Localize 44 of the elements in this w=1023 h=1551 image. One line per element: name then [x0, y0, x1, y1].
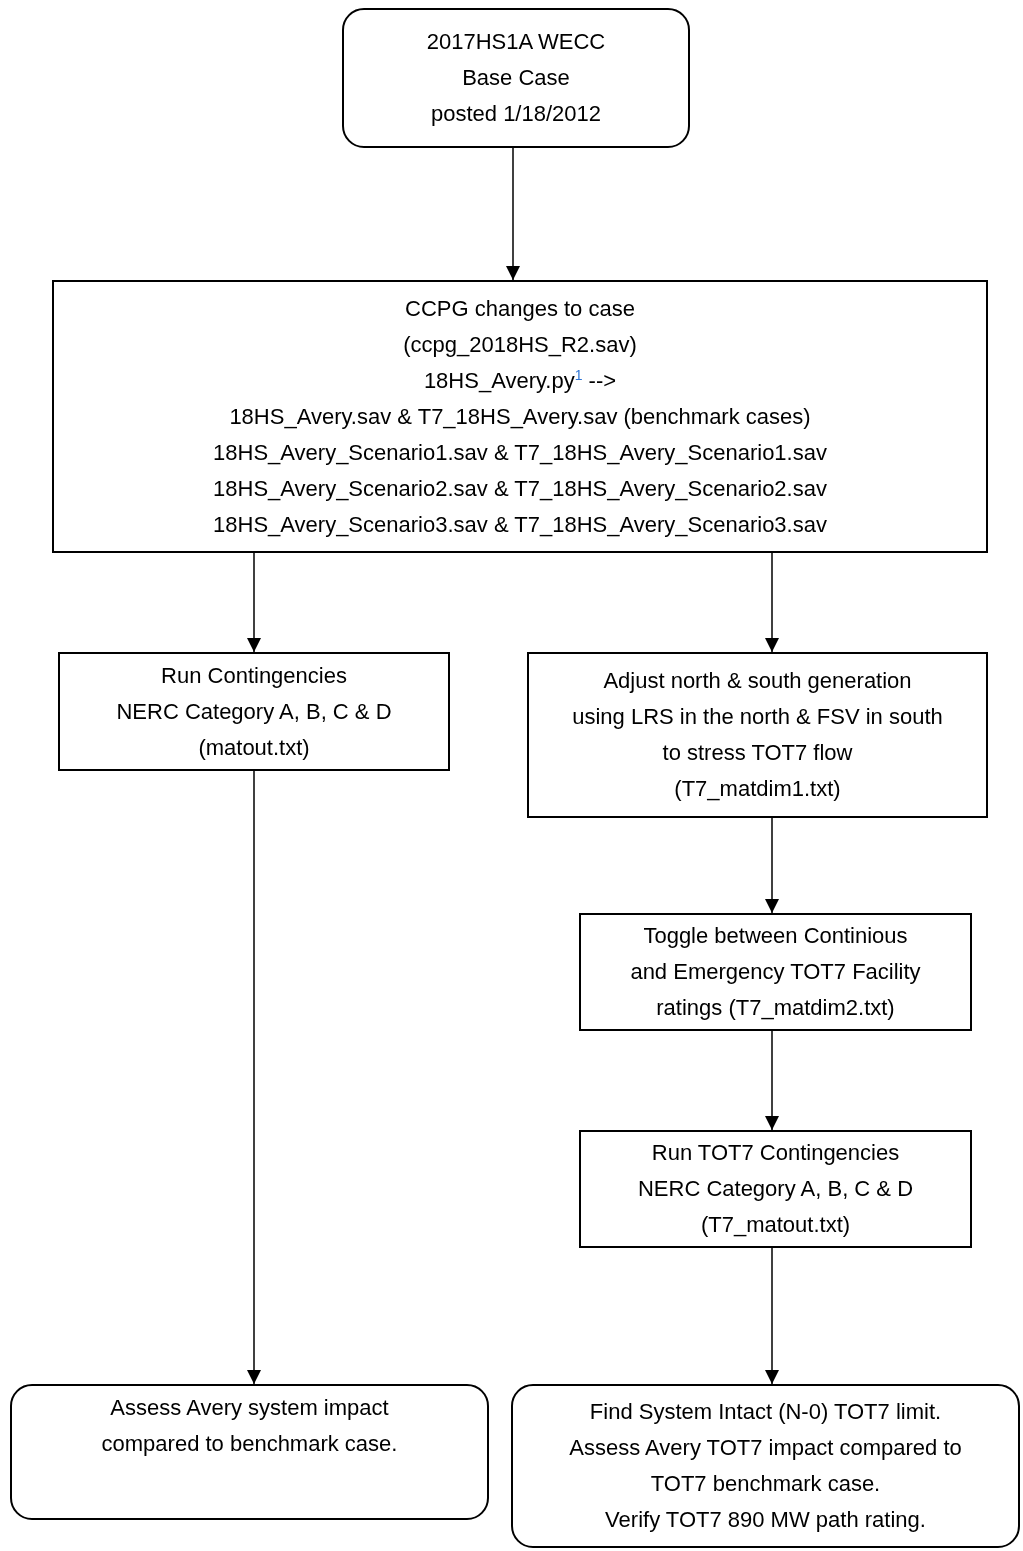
- process-box: [527, 652, 988, 818]
- node-text: CCPG changes to case: [405, 294, 635, 323]
- arrow: [506, 147, 520, 281]
- node-text: TOT7 benchmark case.: [650, 1470, 881, 1498]
- node-text: Find System Intact (N-0) TOT7 limit.: [589, 1398, 942, 1426]
- terminal-box: [10, 1384, 489, 1520]
- node-text: Run Contingencies: [161, 661, 347, 690]
- node-text: 18HS_Avery.sav & T7_18HS_Avery.sav (benchmark cases): [229, 402, 811, 431]
- node-text: compared to benchmark case.: [101, 1430, 398, 1458]
- node-text: NERC Category A, B, C & D: [116, 697, 392, 726]
- terminal-box: [511, 1384, 1020, 1548]
- node-text: posted 1/18/2012: [430, 100, 601, 128]
- arrow: [765, 552, 779, 653]
- node-text: to stress TOT7 flow: [662, 739, 853, 767]
- node-text: and Emergency TOT7 Facility: [630, 958, 921, 986]
- node-text: Toggle between Continious: [643, 922, 908, 950]
- arrow: [765, 1247, 779, 1385]
- process-box: [58, 652, 450, 771]
- node-text: Verify TOT7 890 MW path rating.: [605, 1506, 926, 1534]
- node-text: using LRS in the north & FSV in south: [572, 703, 943, 731]
- arrow: [765, 817, 779, 914]
- node-text: 18HS_Avery_Scenario3.sav & T7_18HS_Avery_Scenario3.sav: [213, 510, 827, 539]
- node-text: ratings (T7_matdim2.txt): [656, 994, 895, 1022]
- node-text: 2017HS1A WECC: [426, 28, 606, 56]
- node-text: Base Case: [462, 64, 570, 92]
- node-text: NERC Category A, B, C & D: [637, 1175, 914, 1203]
- process-box: [579, 1130, 972, 1248]
- node-text: Assess Avery TOT7 impact compared to: [569, 1434, 962, 1462]
- node-text: (ccpg_2018HS_R2.sav): [403, 330, 637, 359]
- node-text: (T7_matout.txt): [700, 1211, 851, 1239]
- node-text: Adjust north & south generation: [603, 667, 912, 695]
- process-box: [579, 913, 972, 1031]
- node-text: 18HS_Avery_Scenario1.sav & T7_18HS_Avery_Scenario1.sav: [213, 438, 827, 467]
- node-text: 18HS_Avery.py$^{1}$ -->: [423, 365, 617, 395]
- node-text: Assess Avery system impact: [110, 1394, 389, 1422]
- node-text: (T7_matdim1.txt): [674, 775, 841, 803]
- node-text: 18HS_Avery_Scenario2.sav & T7_18HS_Avery_Scenario2.sav: [213, 474, 827, 503]
- arrow: [765, 1030, 779, 1131]
- terminal-box: [342, 8, 690, 148]
- arrow: [247, 552, 261, 653]
- arrow: [247, 770, 261, 1385]
- process-box: [52, 280, 988, 553]
- node-text: (matout.txt): [198, 733, 310, 762]
- node-text: Run TOT7 Contingencies: [651, 1139, 900, 1167]
